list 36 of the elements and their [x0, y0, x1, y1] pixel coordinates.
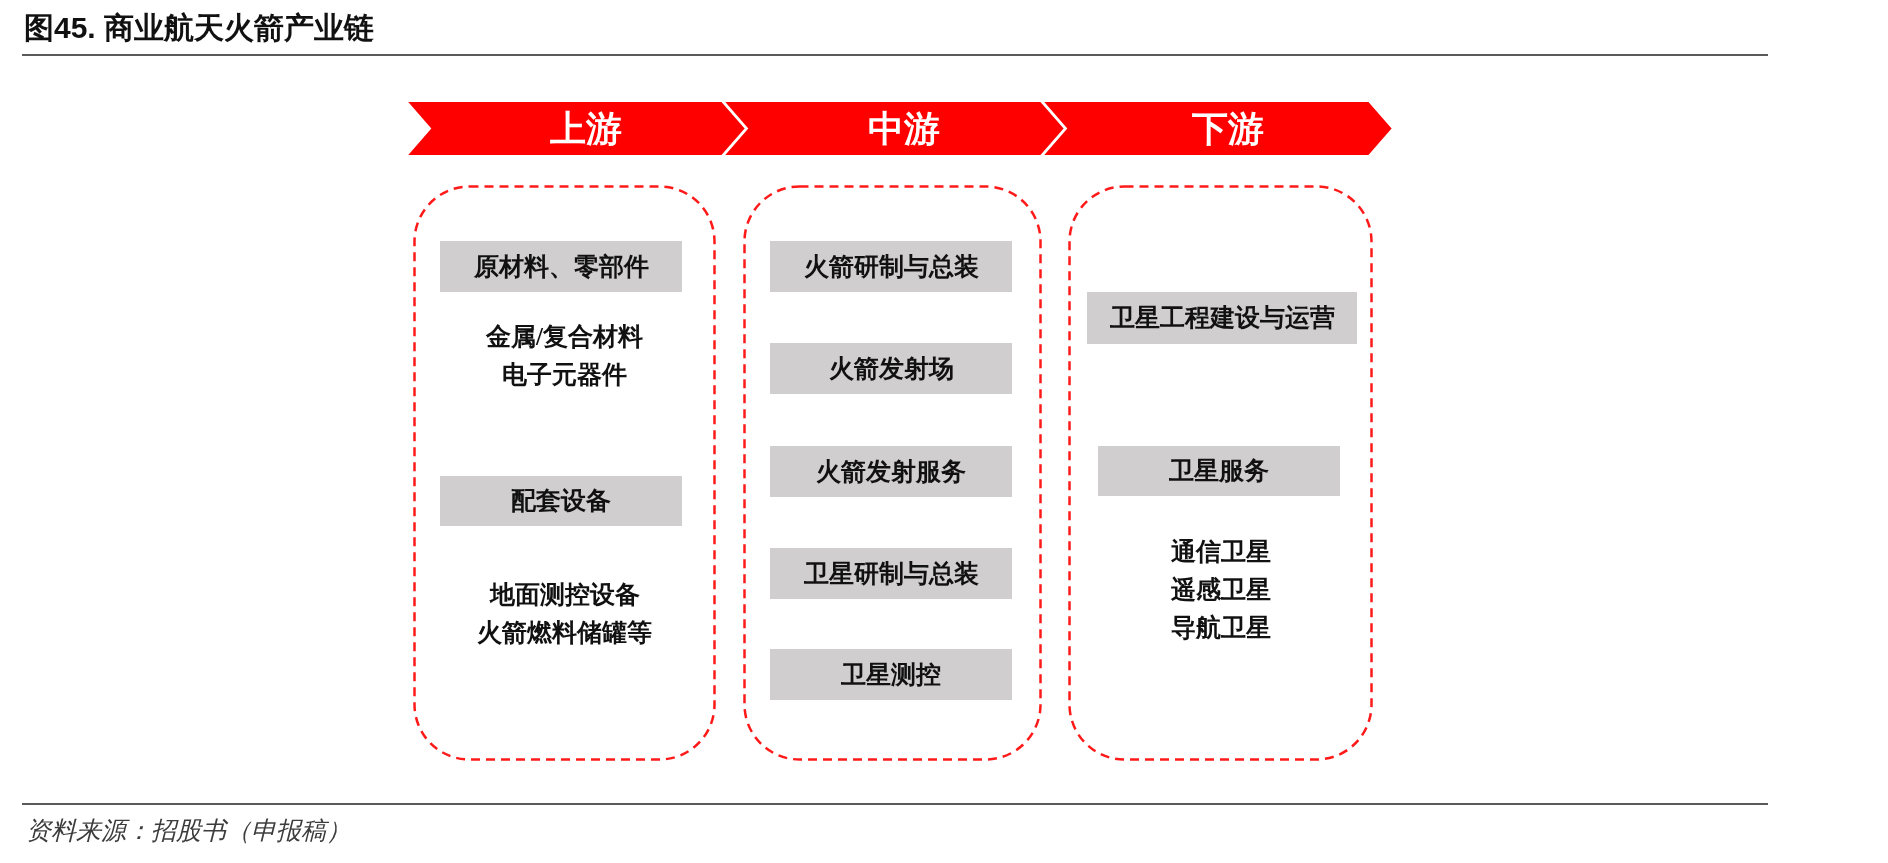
category-bar [770, 343, 1012, 394]
item-text: 火箭燃料储罐等 [477, 618, 652, 648]
category-text: 卫星测控 [841, 659, 941, 690]
category-text: 配套设备 [511, 486, 611, 516]
category-bar [1098, 446, 1340, 496]
dashed-group-frame [743, 185, 1042, 761]
stage-title: 中游 [868, 107, 940, 151]
stage-header-band [405, 100, 747, 157]
item-text: 地面测控设备 [489, 580, 640, 610]
category-text: 火箭研制与总装 [803, 251, 979, 282]
dashed-group-frame [413, 185, 716, 761]
stage-header-band [1041, 100, 1394, 157]
stage-title: 上游 [550, 107, 622, 151]
category-text: 卫星服务 [1169, 456, 1269, 486]
dashed-group-frame [1068, 185, 1373, 761]
category-bar [770, 241, 1012, 292]
category-text: 火箭发射服务 [816, 456, 966, 487]
source-caption: 资料来源：招股书（申报稿） [26, 816, 351, 846]
item-text: 金属/复合材料 [486, 322, 643, 352]
category-text: 原材料、零部件 [473, 251, 649, 282]
stage-title: 下游 [1191, 107, 1264, 151]
category-bar [1087, 292, 1357, 344]
category-text: 火箭发射场 [828, 353, 954, 384]
category-bar [770, 446, 1012, 497]
item-text: 遥感卫星 [1170, 575, 1271, 605]
item-text: 导航卫星 [1170, 613, 1271, 643]
item-text: 通信卫星 [1170, 537, 1271, 567]
category-text: 卫星工程建设与运营 [1109, 303, 1335, 333]
category-text: 卫星研制与总装 [803, 558, 979, 589]
category-bar [440, 476, 682, 526]
category-bar [770, 649, 1012, 700]
item-text: 电子元器件 [502, 360, 627, 390]
category-bar [440, 241, 682, 292]
stage-header-band [722, 100, 1066, 157]
figure-title: 图45. 商业航天火箭产业链 [24, 10, 375, 46]
category-bar [770, 548, 1012, 599]
